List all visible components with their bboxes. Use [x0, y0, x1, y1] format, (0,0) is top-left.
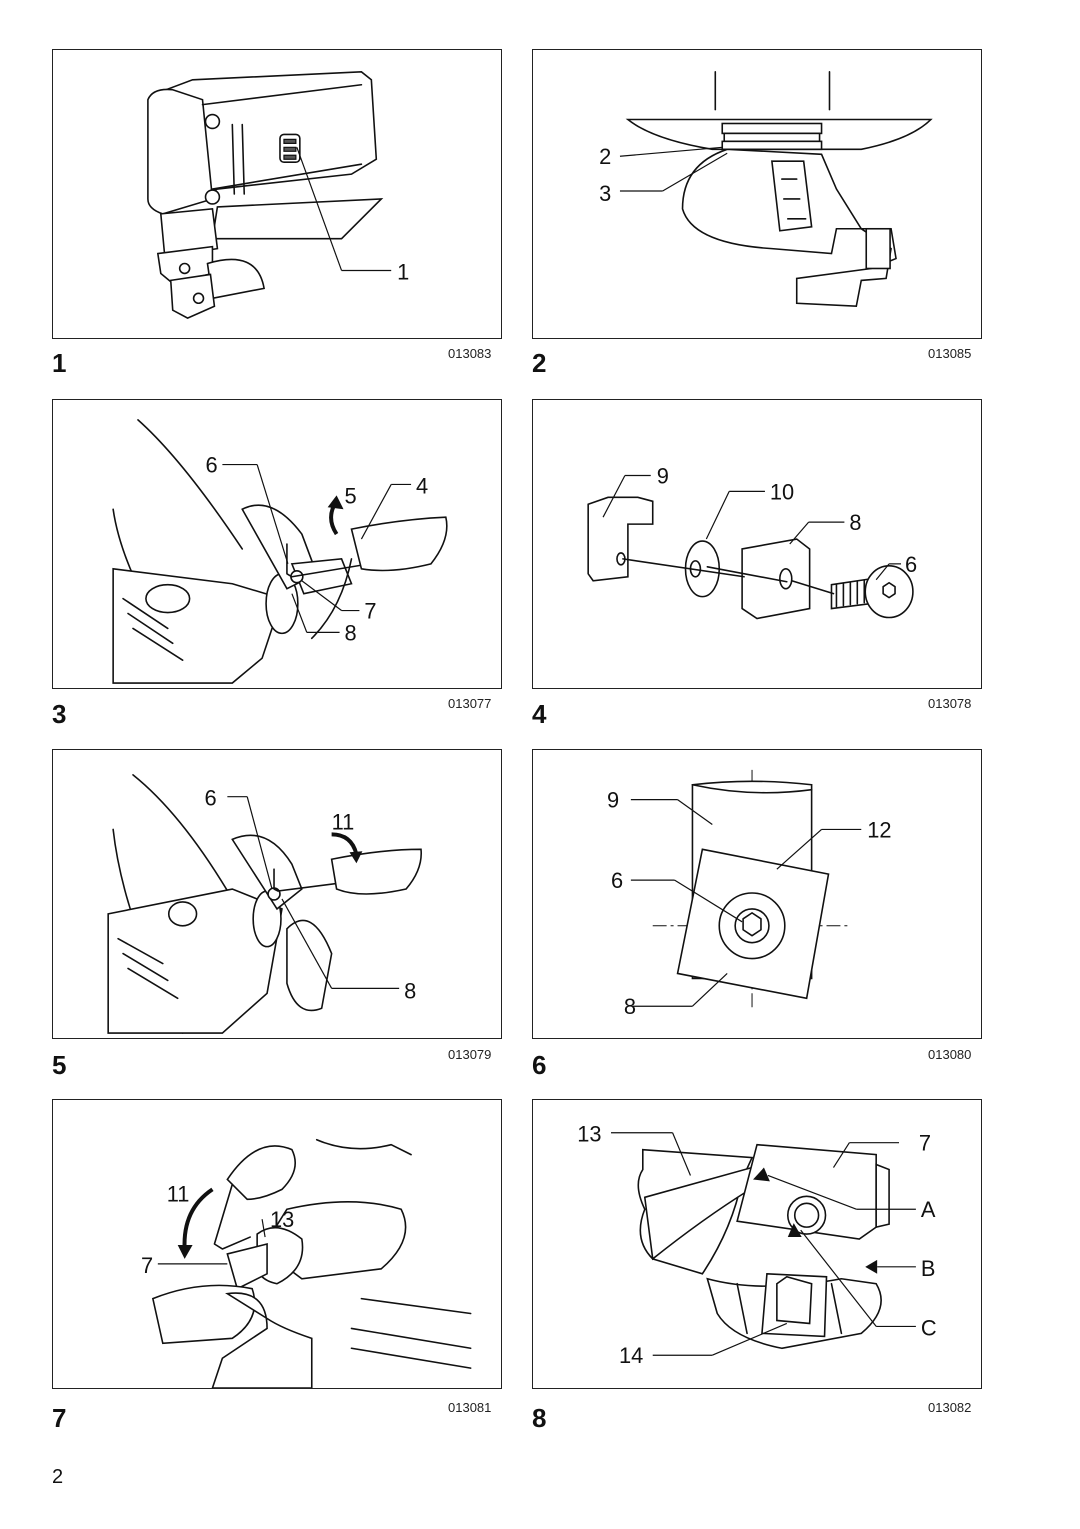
callout-13: 13 — [270, 1207, 294, 1232]
callout-13: 13 — [577, 1122, 601, 1147]
figure-7-number: 7 — [52, 1403, 67, 1433]
callout-5: 5 — [345, 483, 357, 508]
figure-5-code: 013079 — [448, 1047, 492, 1062]
callout-14: 14 — [619, 1343, 643, 1368]
figure-5-number: 5 — [52, 1050, 67, 1080]
figure-7-illustration: 11 13 7 — [52, 1099, 502, 1389]
blade-installation-drawing: 6 11 8 — [107, 774, 422, 1034]
shear-tool-drawing: 1 — [147, 71, 409, 320]
figure-2-illustration: 2 3 — [532, 49, 982, 339]
callout-7: 7 — [364, 598, 376, 623]
figure-5-illustration: 6 11 8 — [52, 749, 502, 1039]
figure-3-number: 3 — [52, 699, 67, 729]
callout-6: 6 — [205, 452, 217, 477]
figure-3-illustration: 6 5 4 7 8 — [52, 399, 502, 689]
callout-4: 4 — [416, 473, 428, 498]
figure-8-illustration: 13 7 A B C 14 — [532, 1099, 982, 1389]
figure-3-code: 013077 — [448, 696, 492, 711]
shear-bolt-tightening-drawing: 11 13 7 — [141, 1138, 472, 1388]
blade-alignment-drawing: 9 12 6 8 — [607, 769, 892, 1019]
figure-6-number: 6 — [532, 1050, 547, 1080]
figure-6-code: 013080 — [928, 1047, 972, 1062]
figure-2-code: 013085 — [928, 346, 972, 361]
callout-6: 6 — [205, 786, 217, 811]
callout-8: 8 — [849, 510, 861, 535]
callout-2: 2 — [599, 144, 611, 169]
callout-8: 8 — [624, 994, 636, 1019]
blade-parts-exploded-drawing: 9 10 8 6 — [587, 463, 917, 620]
page-number: 2 — [52, 1466, 64, 1488]
callout-B: B — [921, 1256, 936, 1281]
shear-head-drawing: 2 3 — [599, 71, 933, 308]
figure-7-code: 013081 — [448, 1400, 492, 1415]
blade-removal-drawing: 6 5 4 7 8 — [112, 419, 448, 684]
figure-1-code: 013083 — [448, 346, 492, 361]
figure-4-number: 4 — [532, 699, 547, 729]
blade-clearance-drawing: 13 7 A B C 14 — [577, 1122, 937, 1368]
callout-11: 11 — [332, 809, 355, 834]
callout-A: A — [921, 1197, 936, 1222]
callout-3: 3 — [599, 181, 611, 206]
callout-7: 7 — [141, 1253, 153, 1278]
figure-1-illustration: 1 — [52, 49, 502, 339]
callout-1: 1 — [397, 259, 409, 284]
figure-4-illustration: 9 10 8 6 — [532, 399, 982, 689]
callout-12: 12 — [867, 817, 891, 842]
callout-10: 10 — [770, 479, 794, 504]
figure-2-number: 2 — [532, 348, 547, 378]
callout-6: 6 — [611, 868, 623, 893]
figure-8-number: 8 — [532, 1403, 547, 1433]
callout-8: 8 — [345, 620, 357, 645]
figure-1-number: 1 — [52, 348, 67, 378]
callout-11: 11 — [167, 1181, 190, 1206]
callout-9: 9 — [657, 463, 669, 488]
callout-9: 9 — [607, 788, 619, 813]
callout-8: 8 — [404, 978, 416, 1003]
callout-7: 7 — [919, 1131, 931, 1156]
callout-C: C — [921, 1315, 937, 1340]
figure-8-code: 013082 — [928, 1400, 972, 1415]
figure-4-code: 013078 — [928, 696, 972, 711]
callout-6: 6 — [905, 552, 917, 577]
figure-6-illustration: 9 12 6 8 — [532, 749, 982, 1039]
